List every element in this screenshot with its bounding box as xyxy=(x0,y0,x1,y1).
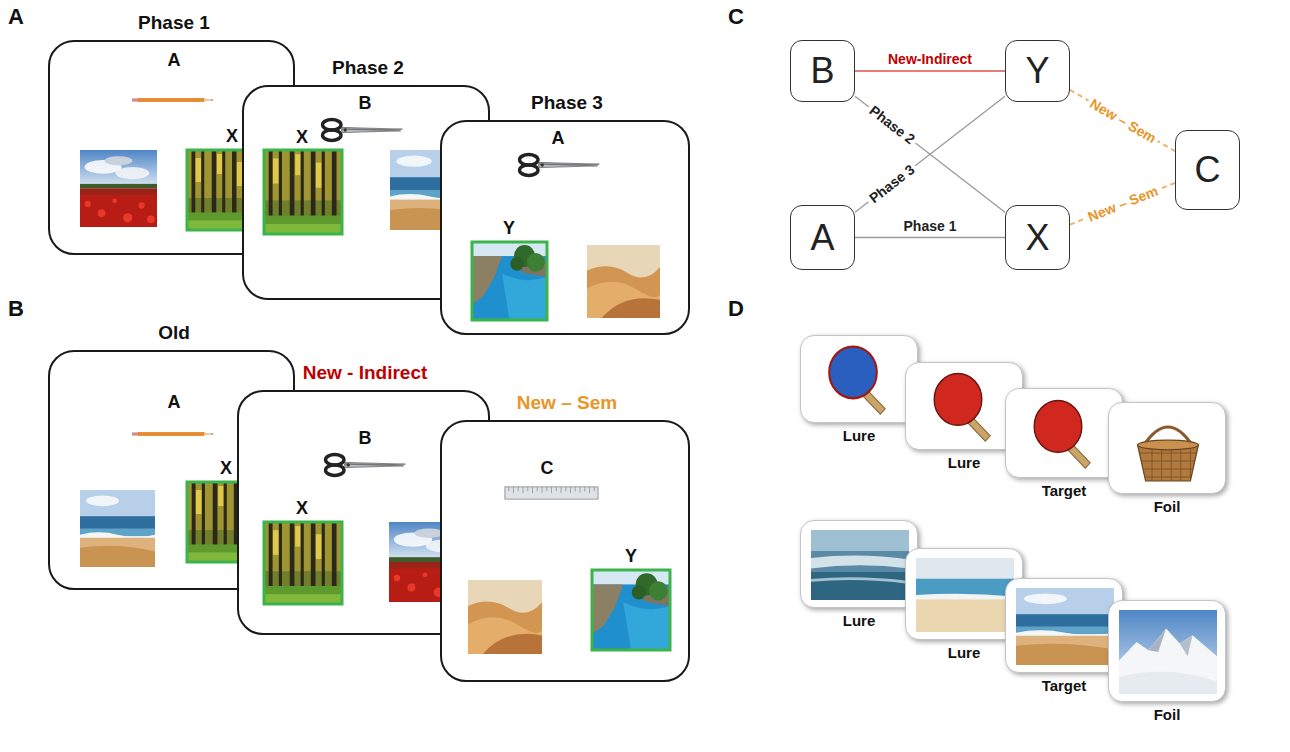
edge-label: Phase 2 xyxy=(864,100,921,149)
node-letter: X xyxy=(1025,218,1049,258)
edge-label: Phase 1 xyxy=(901,217,960,234)
connector-line xyxy=(855,70,1005,72)
letter-box: B xyxy=(790,40,855,102)
item-letter: Y xyxy=(625,546,637,567)
card-heading: Phase 3 xyxy=(531,92,603,114)
stimulus-label: Lure xyxy=(948,454,981,471)
stimulus-label: Lure xyxy=(948,644,981,661)
illustration-use xyxy=(472,242,547,320)
illustration-use xyxy=(323,120,403,141)
stimulus-card: Target xyxy=(1005,578,1123,673)
panel-letter: D xyxy=(728,296,744,322)
illustration-use xyxy=(829,347,885,415)
card-heading: New – Sem xyxy=(517,392,617,414)
item-letter: Y xyxy=(503,218,515,239)
stimulus-picture xyxy=(801,521,919,609)
card-heading: Old xyxy=(158,322,190,344)
illustration-use xyxy=(916,558,1014,632)
illustration-use xyxy=(132,98,214,101)
connector-line xyxy=(855,96,1005,212)
item-letter: B xyxy=(359,93,372,114)
illustration-use xyxy=(1016,588,1114,665)
illustration-rect xyxy=(264,522,342,604)
illustration-rect xyxy=(472,242,547,320)
item-letter: B xyxy=(359,428,372,449)
connector-line xyxy=(855,237,1005,238)
stimulus-card: Foil xyxy=(1108,402,1226,494)
item-letter: X xyxy=(296,498,308,519)
illustration-use xyxy=(264,522,342,604)
connector-line xyxy=(855,96,1005,212)
letter-box: C xyxy=(1175,130,1240,210)
card-heading: Phase 1 xyxy=(138,12,210,34)
illustration-use xyxy=(592,570,670,650)
illustration-use xyxy=(505,487,598,499)
illustration-use xyxy=(520,155,600,176)
illustration-use xyxy=(80,150,157,227)
node-letter: B xyxy=(810,51,834,91)
stimulus-picture xyxy=(442,122,692,337)
illustration-use xyxy=(468,580,542,654)
illustration-use xyxy=(811,530,909,600)
stimulus-label: Foil xyxy=(1154,706,1181,723)
stimulus-card: Target xyxy=(1005,388,1123,478)
item-letter: A xyxy=(168,50,181,71)
item-letter: A xyxy=(168,392,181,413)
stimulus-card: Lure xyxy=(800,335,918,423)
panel-letter: C xyxy=(728,4,744,30)
stimulus-card: Foil xyxy=(1108,600,1226,702)
illustration-use xyxy=(1119,610,1217,694)
illustration-use xyxy=(1138,427,1199,481)
panel-letter: A xyxy=(8,4,24,30)
stimulus-picture xyxy=(1109,601,1227,703)
illustration-rect xyxy=(592,570,670,650)
edge-label: Phase 3 xyxy=(864,159,921,208)
connector-line xyxy=(1070,90,1175,151)
illustration-rect xyxy=(264,150,342,234)
card-heading: Phase 2 xyxy=(332,57,404,79)
stimulus-label: Lure xyxy=(843,612,876,629)
illustration-use xyxy=(934,374,990,442)
illustration-use xyxy=(587,245,660,318)
illustration-use xyxy=(264,150,342,234)
letter-box: X xyxy=(1005,205,1070,270)
node-letter: C xyxy=(1195,150,1221,190)
stimulus-label: Target xyxy=(1042,677,1087,694)
item-letter: X xyxy=(296,127,308,148)
letter-box: A xyxy=(790,205,855,270)
item-letter: C xyxy=(541,458,554,479)
illustration-use xyxy=(80,490,155,567)
stimulus-label: Lure xyxy=(843,427,876,444)
edge-label: New – Sem xyxy=(1084,93,1162,148)
illustration-use xyxy=(1034,401,1090,469)
edge-label: New – Sem xyxy=(1082,181,1162,226)
item-letter: X xyxy=(226,126,238,147)
stimulus-picture xyxy=(1006,579,1124,674)
stimulus-picture xyxy=(801,336,919,424)
stimulus-picture xyxy=(442,422,692,684)
illustration-use xyxy=(326,455,406,476)
item-letter: X xyxy=(220,458,232,479)
item-letter: A xyxy=(552,128,565,149)
stimulus-card: Lure xyxy=(800,520,918,608)
stimulus-picture xyxy=(1109,403,1227,495)
edge-label: New-Indirect xyxy=(885,51,975,68)
node-letter: Y xyxy=(1025,51,1049,91)
node-letter: A xyxy=(810,218,834,258)
stimulus-label: Target xyxy=(1042,482,1087,499)
panel-letter: B xyxy=(8,296,24,322)
card-heading: New - Indirect xyxy=(303,362,428,384)
illustration-use xyxy=(132,432,214,435)
letter-box: Y xyxy=(1005,40,1070,102)
stimulus-label: Foil xyxy=(1154,498,1181,515)
trial-card: New – SemCY xyxy=(440,420,690,682)
stimulus-picture xyxy=(1006,389,1124,479)
trial-card: Phase 3AY xyxy=(440,120,690,335)
